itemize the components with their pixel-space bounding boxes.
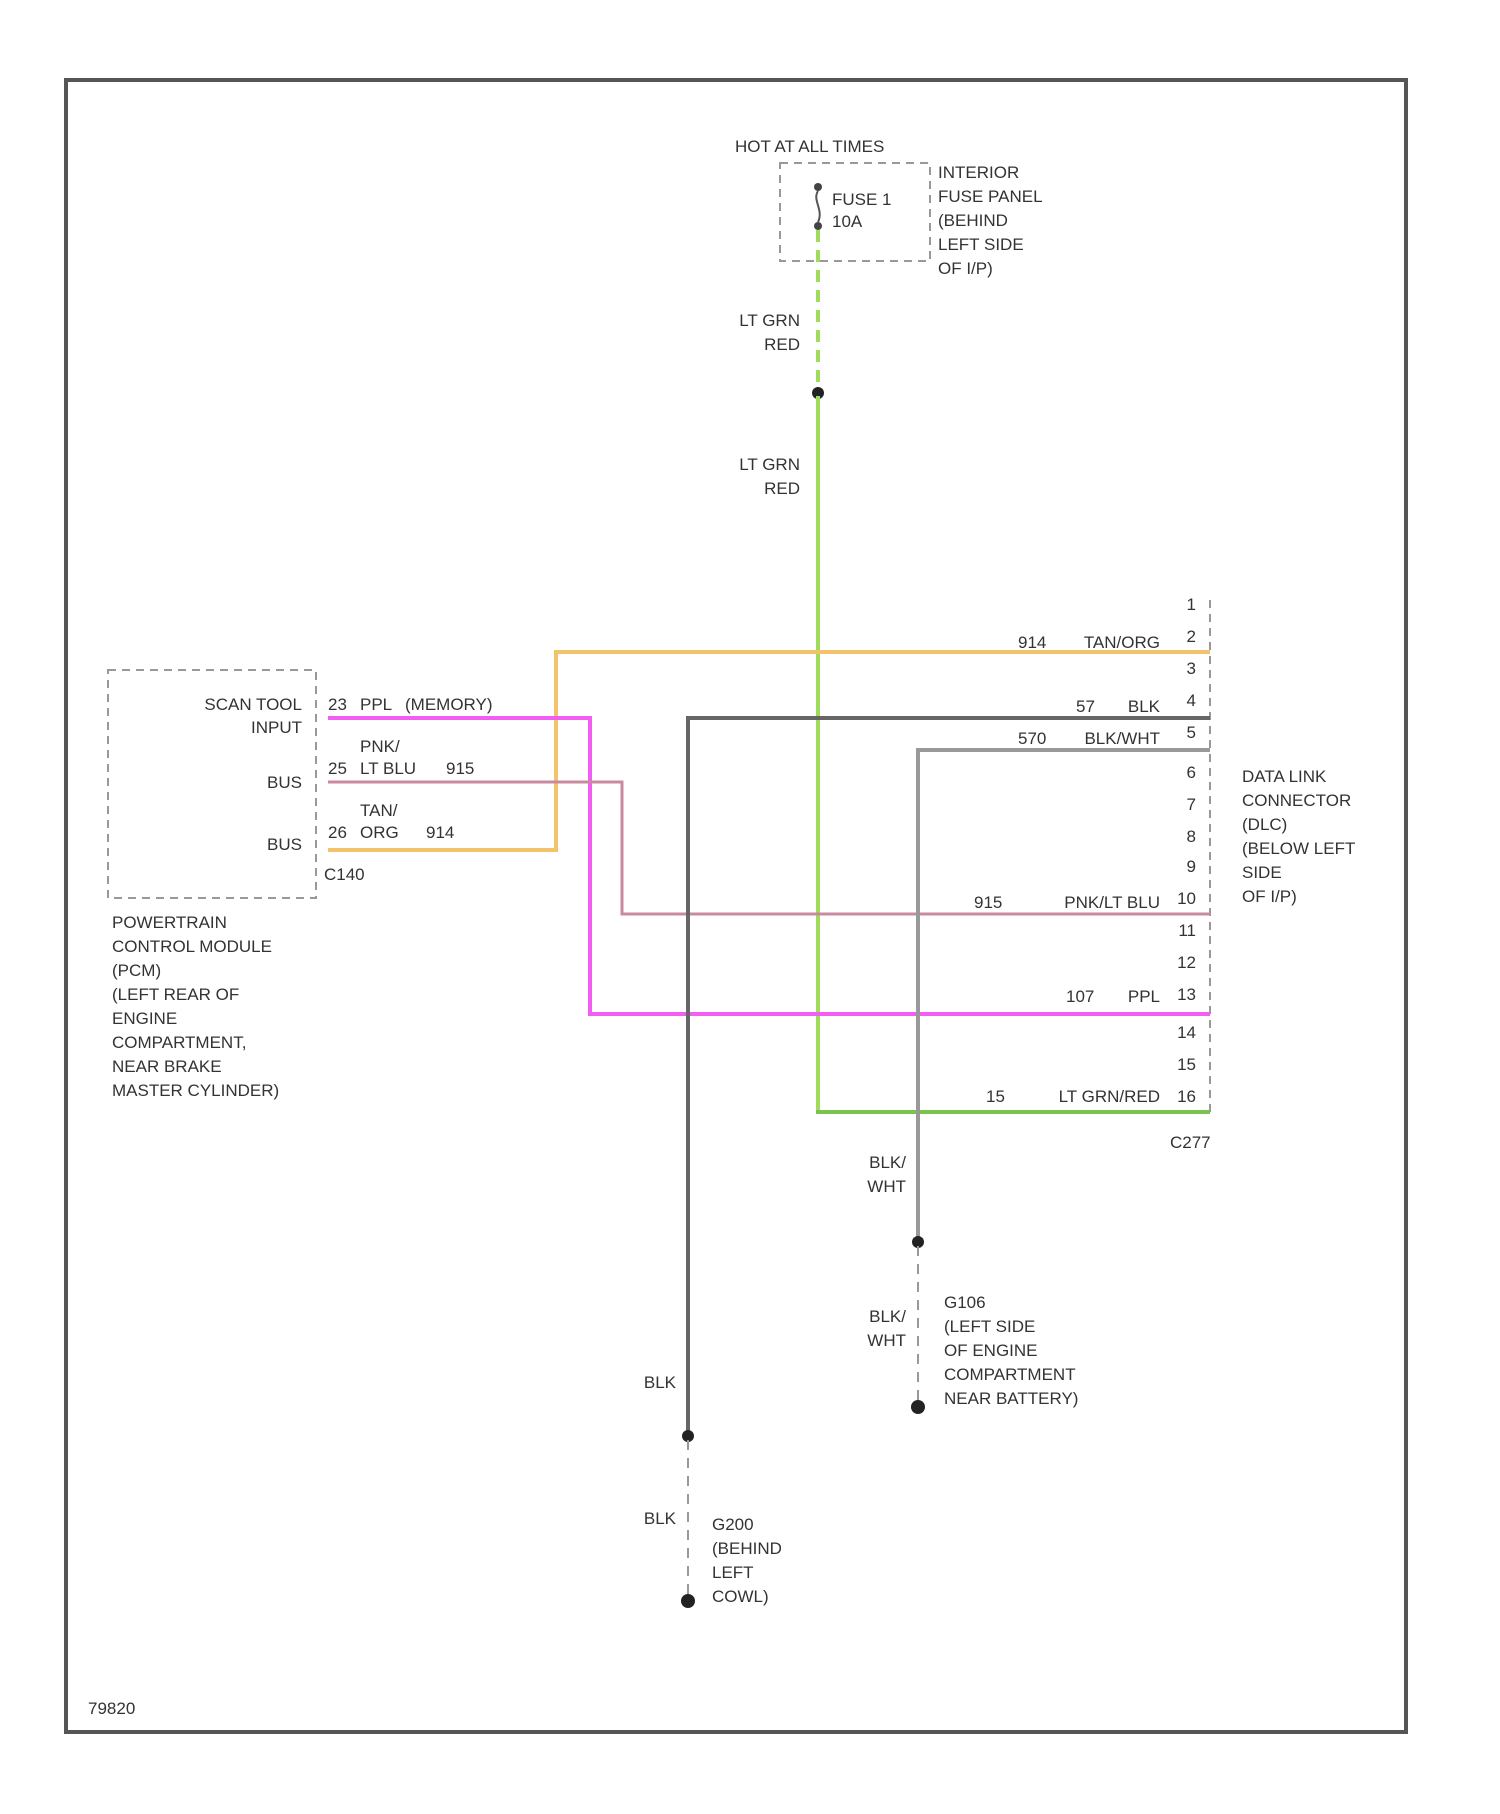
pcm-pin-label-bus-2: BUS: [267, 835, 302, 854]
g106-location-1: G106: [944, 1293, 986, 1312]
power-wire-upper-color-1: LT GRN: [739, 311, 800, 330]
power-wire-lower-color-1: LT GRN: [739, 455, 800, 474]
fuse-panel-line-1: INTERIOR: [938, 163, 1019, 182]
g106-upper-color-1: BLK/: [869, 1153, 906, 1172]
pcm-connector-id: C140: [324, 865, 365, 884]
dlc-connector-id: C277: [1170, 1133, 1211, 1152]
pcm-wire-26-color-top: TAN/: [360, 801, 398, 820]
pcm-wire-23-memory: (MEMORY): [405, 695, 493, 714]
fuse-panel-line-3: (BEHIND: [938, 211, 1008, 230]
pcm-wire-25-color: LT BLU: [360, 759, 416, 778]
dlc-title-2: CONNECTOR: [1242, 791, 1351, 810]
dlc-wire-57-circuit: 57: [1076, 697, 1095, 716]
fuse-terminal-top: [814, 183, 822, 191]
pcm-wire-23-pin: 23: [328, 695, 347, 714]
hot-at-all-times-label: HOT AT ALL TIMES: [735, 137, 884, 156]
dlc-pin-5: 5: [1187, 723, 1196, 742]
pcm-description-4: (LEFT REAR OF: [112, 985, 239, 1004]
pcm-wire-25-pin: 25: [328, 759, 347, 778]
pcm-pin-label-input: INPUT: [251, 718, 302, 737]
g200-upper-color: BLK: [644, 1373, 677, 1392]
dlc-pin-14: 14: [1177, 1023, 1196, 1042]
g106-ground-icon: [911, 1400, 925, 1414]
pcm-description-7: NEAR BRAKE: [112, 1057, 222, 1076]
dlc-title-4: (BELOW LEFT: [1242, 839, 1355, 858]
fuse-panel-line-4: LEFT SIDE: [938, 235, 1024, 254]
dlc-wire-57-color: BLK: [1128, 697, 1161, 716]
pcm-wire-25-circuit: 915: [446, 759, 474, 778]
g200-location-1: G200: [712, 1515, 754, 1534]
pcm-description-1: POWERTRAIN: [112, 913, 227, 932]
dlc-pin-9: 9: [1187, 857, 1196, 876]
dlc-wire-107-circuit: 107: [1066, 987, 1094, 1006]
fuse-rating: 10A: [832, 212, 863, 231]
dlc-pin-7: 7: [1187, 795, 1196, 814]
pcm-description-5: ENGINE: [112, 1009, 177, 1028]
dlc-pin-11: 11: [1178, 921, 1196, 940]
power-wire-upper-color-2: RED: [764, 335, 800, 354]
dlc-wire-15-circuit: 15: [986, 1087, 1005, 1106]
g200-ground-icon: [681, 1594, 695, 1608]
dlc-pin-13: 13: [1177, 985, 1196, 1004]
g106-lower-color-1: BLK/: [869, 1307, 906, 1326]
g106-upper-color-2: WHT: [867, 1177, 906, 1196]
pcm-description-2: CONTROL MODULE: [112, 937, 272, 956]
pcm-wire-26-circuit: 914: [426, 823, 454, 842]
pcm-pin-label-scan-tool: SCAN TOOL: [204, 695, 302, 714]
pcm-pin-label-bus-1: BUS: [267, 773, 302, 792]
dlc-pin-3: 3: [1187, 659, 1196, 678]
dlc-pin-4: 4: [1187, 691, 1196, 710]
wire-570-blk-wht: [918, 750, 1210, 1238]
g106-lower-color-2: WHT: [867, 1331, 906, 1350]
diagram-frame: [66, 80, 1406, 1732]
dlc-wire-915-circuit: 915: [974, 893, 1002, 912]
pcm-description-3: (PCM): [112, 961, 161, 980]
dlc-title-5: SIDE: [1242, 863, 1282, 882]
figure-id: 79820: [88, 1699, 135, 1718]
g106-location-5: NEAR BATTERY): [944, 1389, 1078, 1408]
dlc-wire-914-circuit: 914: [1018, 633, 1046, 652]
dlc-title-3: (DLC): [1242, 815, 1287, 834]
g106-location-2: (LEFT SIDE: [944, 1317, 1035, 1336]
pcm-wire-25-color-top: PNK/: [360, 737, 400, 756]
pcm-wire-26-color: ORG: [360, 823, 399, 842]
dlc-wire-914-color: TAN/ORG: [1084, 633, 1160, 652]
pcm-description-6: COMPARTMENT,: [112, 1033, 246, 1052]
dlc-pin-8: 8: [1187, 827, 1196, 846]
g200-lower-color: BLK: [644, 1509, 677, 1528]
dlc-pin-12: 12: [1177, 953, 1196, 972]
dlc-wire-570-color: BLK/WHT: [1084, 729, 1160, 748]
dlc-title-6: OF I/P): [1242, 887, 1297, 906]
pcm-description-8: MASTER CYLINDER): [112, 1081, 279, 1100]
power-wire-lower-color-2: RED: [764, 479, 800, 498]
fuse-panel-line-2: FUSE PANEL: [938, 187, 1043, 206]
g200-location-3: LEFT: [712, 1563, 754, 1582]
dlc-title-1: DATA LINK: [1242, 767, 1327, 786]
g200-location-4: COWL): [712, 1587, 769, 1606]
pcm-wire-26-pin: 26: [328, 823, 347, 842]
fuse-terminal-bottom: [814, 222, 822, 230]
dlc-pin-15: 15: [1177, 1055, 1196, 1074]
dlc-wire-15-color: LT GRN/RED: [1059, 1087, 1160, 1106]
dlc-wire-570-circuit: 570: [1018, 729, 1046, 748]
dlc-pin-2: 2: [1187, 627, 1196, 646]
fuse-name: FUSE 1: [832, 190, 892, 209]
dlc-wire-915-color: PNK/LT BLU: [1064, 893, 1160, 912]
dlc-wire-107-color: PPL: [1128, 987, 1160, 1006]
fuse-panel-line-5: OF I/P): [938, 259, 993, 278]
g200-location-2: (BEHIND: [712, 1539, 782, 1558]
dlc-pin-10: 10: [1177, 889, 1196, 908]
dlc-pin-1: 1: [1187, 595, 1196, 614]
pcm-wire-23-color: PPL: [360, 695, 392, 714]
dlc-pin-16: 16: [1177, 1087, 1196, 1106]
dlc-pin-6: 6: [1187, 763, 1196, 782]
fuse-element-icon: [816, 191, 819, 222]
g106-location-4: COMPARTMENT: [944, 1365, 1076, 1384]
g106-location-3: OF ENGINE: [944, 1341, 1038, 1360]
